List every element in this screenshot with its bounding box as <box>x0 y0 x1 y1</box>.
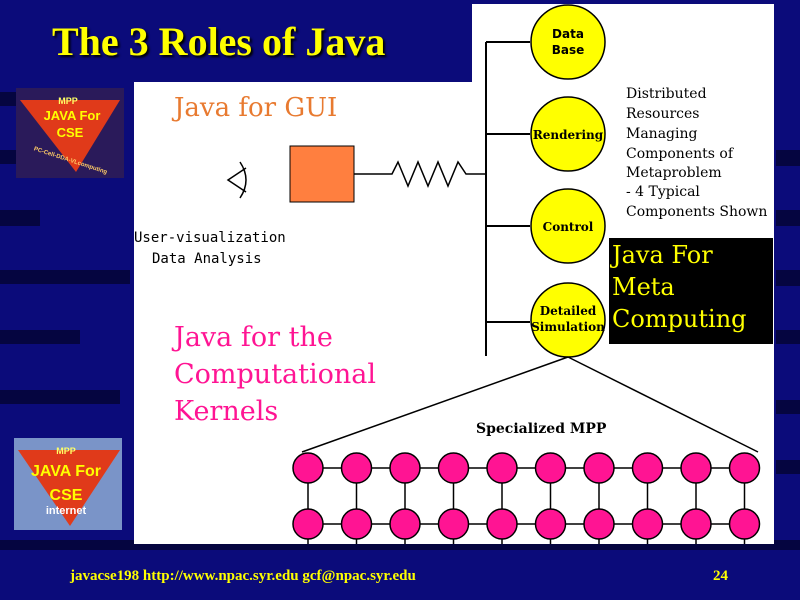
svg-text:- 4 Typical: - 4 Typical <box>626 184 700 200</box>
mpp-node <box>534 508 567 540</box>
gui-link-zigzag <box>354 160 486 188</box>
user-label-line2: Data Analysis <box>152 251 262 267</box>
mpp-node <box>340 452 373 484</box>
mpp-node <box>728 452 761 484</box>
logo1-top: MPP <box>58 96 78 106</box>
kernels-line3: Kernels <box>174 396 278 427</box>
footer-info: javacse198 http://www.npac.syr.edu gcf@n… <box>70 568 416 584</box>
mpp-node <box>389 452 421 484</box>
svg-text:Java For: Java For <box>609 241 713 269</box>
mpp-node <box>437 452 470 484</box>
mpp-node <box>680 508 712 540</box>
svg-text:Base: Base <box>552 43 585 57</box>
mpp-node <box>583 452 615 484</box>
svg-text:Components of: Components of <box>626 146 735 162</box>
mpp-node <box>292 452 324 484</box>
mpp-node <box>631 452 664 484</box>
mpp-node <box>340 508 373 540</box>
page-number: 24 <box>713 568 728 584</box>
mpp-label: Specialized MPP <box>476 421 607 437</box>
svg-text:Data: Data <box>552 27 584 41</box>
logo2-bottom: internet <box>46 505 87 517</box>
meta-computing-box: Java For Meta Computing <box>609 238 773 344</box>
svg-text:Managing: Managing <box>626 126 698 142</box>
mpp-node <box>534 452 567 484</box>
svg-text:Resources: Resources <box>626 106 699 122</box>
mpp-node <box>389 508 421 540</box>
kernels-line2: Computational <box>174 359 376 390</box>
mpp-node <box>292 508 324 540</box>
mpp-node <box>486 508 518 540</box>
gui-heading: Java for GUI <box>171 93 337 123</box>
mpp-java-cse-logo-top: MPP JAVA For CSE PC-Cell-DDA-VLcomputing <box>16 88 124 178</box>
network-backbone <box>485 41 530 356</box>
logo2-top: MPP <box>56 446 76 456</box>
svg-text:Detailed: Detailed <box>540 304 597 318</box>
logo1-line2: CSE <box>57 125 84 140</box>
kernels-line1: Java for the <box>171 322 333 353</box>
mpp-node <box>583 508 615 540</box>
svg-text:Components Shown: Components Shown <box>626 204 767 220</box>
slide-title: The 3 Roles of Java <box>52 19 386 64</box>
component-database: Data Base <box>530 4 606 80</box>
component-rendering: Rendering <box>530 96 606 172</box>
svg-text:Distributed: Distributed <box>626 86 707 102</box>
mpp-node <box>486 452 518 484</box>
svg-text:Meta: Meta <box>612 273 675 301</box>
mpp-grid <box>292 452 761 544</box>
svg-text:Rendering: Rendering <box>533 128 604 142</box>
distributed-description: Distributed Resources Managing Component… <box>626 86 767 220</box>
eye-icon <box>226 161 247 199</box>
mpp-node <box>631 508 664 540</box>
component-control: Control <box>530 188 606 264</box>
svg-text:Simulation: Simulation <box>531 320 605 334</box>
logo2-line2: CSE <box>50 487 83 504</box>
mpp-node <box>437 508 470 540</box>
logo2-line1: JAVA For <box>31 463 101 480</box>
gui-display-box <box>289 145 355 203</box>
mpp-fanout <box>301 356 759 453</box>
svg-text:Metaproblem: Metaproblem <box>626 165 722 181</box>
user-label-line1: User-visualization <box>134 230 286 246</box>
mpp-node <box>680 452 712 484</box>
svg-text:Computing: Computing <box>612 305 747 333</box>
mpp-node <box>728 508 761 540</box>
logo1-line1: JAVA For <box>44 108 101 123</box>
mpp-java-cse-logo-bottom: MPP JAVA For CSE internet <box>14 438 122 530</box>
svg-text:Control: Control <box>543 220 594 234</box>
component-detailed-simulation: Detailed Simulation <box>530 282 606 358</box>
